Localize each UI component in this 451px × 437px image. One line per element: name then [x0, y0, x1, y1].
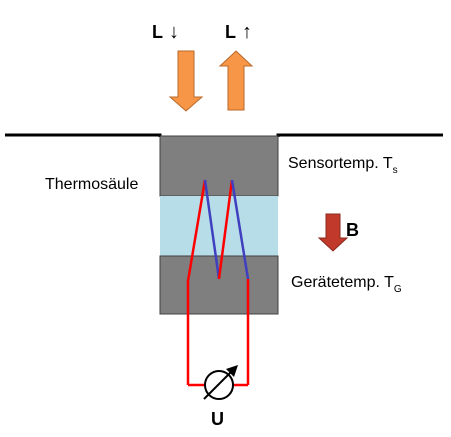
incoming-radiation-label: L	[152, 22, 163, 42]
thermocouple-red-left	[186, 179, 207, 385]
thermopile-label: Thermosäule	[45, 176, 138, 193]
down-arrow-icon: ↓	[169, 21, 179, 43]
voltmeter-needle	[203, 368, 235, 400]
incoming-radiation-arrow	[168, 50, 204, 112]
thermocouple-blue-1	[203, 179, 221, 280]
sensor-block	[159, 135, 279, 197]
heat-flux-label: B	[346, 220, 359, 240]
voltmeter-needle-head	[226, 365, 238, 377]
surface-line	[5, 133, 162, 137]
device-temp-label: Gerätetemp. TG	[291, 274, 402, 295]
thermocouple-blue-2	[230, 179, 250, 280]
insulator-layer	[160, 196, 278, 256]
outgoing-radiation-label: L	[225, 22, 236, 42]
outgoing-radiation-arrow	[218, 50, 254, 111]
sensor-temp-label: Sensortemp. Ts	[288, 155, 398, 176]
device-block	[159, 255, 279, 315]
voltage-label: U	[211, 409, 224, 429]
heat-flux-arrow	[317, 213, 349, 252]
thermocouple-red-mid	[217, 179, 234, 280]
up-arrow-icon: ↑	[242, 21, 252, 43]
surface-line-right	[276, 133, 443, 137]
